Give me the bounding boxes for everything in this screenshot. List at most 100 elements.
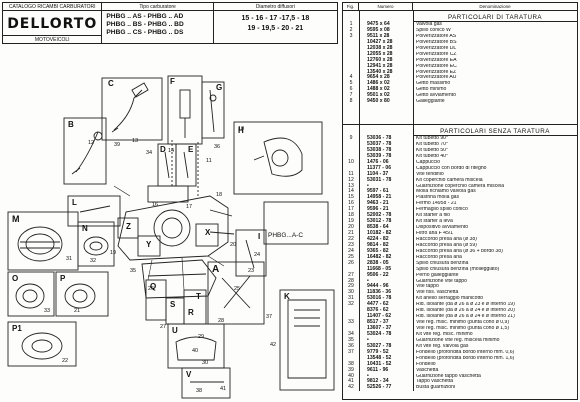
row-fig: 19	[348, 218, 354, 225]
box-v	[181, 367, 231, 399]
part-number-16: 16	[152, 202, 158, 208]
row-description: Fondello (profondità bordo interno mm. 0…	[416, 349, 515, 355]
row-fig: 16	[348, 200, 354, 207]
row-fig: 31	[348, 295, 354, 302]
row-fig: 25	[348, 253, 354, 260]
row-number: 9444 - 96	[367, 283, 389, 290]
diffuser-cell: Diametro diffusori 15 - 16 - 17 -17,5 - …	[213, 3, 337, 43]
part-number-31: 31	[66, 256, 72, 262]
row-fig: 20	[348, 224, 354, 231]
box-z	[117, 217, 139, 239]
row-description: Busta guarnizioni	[416, 385, 456, 391]
row-description: Raccordo presa aria	[416, 254, 462, 260]
row-description: Vite reg. misc. minimo (punta cono ø 0,9…	[416, 320, 510, 326]
part-number-41: 41	[220, 386, 226, 392]
part-number-10: 10	[238, 126, 244, 132]
row-description: Cappuccio	[416, 159, 441, 165]
part-number-17: 17	[186, 204, 192, 210]
row-fig: 13	[348, 182, 354, 189]
row-description: Vite tendifilo	[416, 171, 444, 177]
type-caption: Tipo carburatore	[102, 3, 213, 11]
row-description: Galleggiante	[416, 99, 445, 105]
label-e: E	[188, 145, 194, 154]
row-fig: 39	[348, 366, 354, 373]
table-header: Fig. Numero Denominazione	[343, 3, 577, 11]
label-g: G	[216, 83, 223, 92]
row-number: 9814 - 82	[367, 241, 389, 248]
row-description: Vite reg. misc. minimo (punta cono ø 1,5…	[416, 326, 510, 331]
row-fig: 22	[348, 235, 354, 242]
row-description: Tappo vaschetta	[416, 379, 454, 385]
part-number-12: 12	[88, 140, 94, 146]
row-description: Raccordo presa aria (ø 59)	[416, 242, 477, 248]
row-fig: 10	[348, 158, 354, 165]
row-number: 13607 - 37	[367, 325, 392, 331]
diffuser-line: 15 - 16 - 17 -17,5 - 18	[241, 15, 310, 22]
label-a: A	[212, 264, 220, 275]
label-b: B	[68, 120, 74, 129]
row-number: 4224 - 82	[367, 235, 389, 242]
table-row: 40•Guarnizione tappo vaschetta	[343, 373, 577, 380]
row-number: 9463 - 21	[367, 200, 389, 207]
row-description: Kit tubetto 50°	[416, 147, 449, 153]
box-i	[235, 229, 267, 277]
box-t	[183, 289, 207, 325]
model-line: PHBG .. BS - PHBG .. BD	[106, 21, 184, 28]
box-h	[233, 121, 323, 195]
part-number-24: 24	[254, 252, 260, 258]
row-fig: 41	[348, 378, 354, 385]
model-list: PHBG .. AS - PHBG .. AD PHBG .. BS - PHB…	[102, 11, 212, 39]
row-number: 9611 - 96	[367, 366, 389, 373]
label-d: D	[160, 145, 166, 154]
column-divider	[359, 11, 360, 392]
row-fig: 15	[348, 194, 354, 201]
box-phbg	[263, 201, 329, 245]
label-t: T	[196, 292, 201, 301]
row-number: 10427 x 28	[367, 38, 393, 45]
box-x	[195, 223, 219, 247]
row-number: 9595 x 08	[367, 26, 390, 33]
row-fig: 37	[348, 348, 354, 355]
row-fig: 8	[349, 98, 353, 105]
row-fig: 21	[348, 230, 354, 236]
row-fig: 33	[348, 319, 354, 326]
row-description: Rid. isolante (da ø 26 a ø 24 e ø intern…	[416, 308, 515, 314]
label-s: S	[170, 300, 176, 309]
part-number-18: 18	[216, 192, 222, 198]
row-fig: 1	[349, 21, 353, 27]
row-number: •	[367, 336, 369, 343]
part-number-34: 34	[146, 150, 152, 156]
row-number: 9501 x 02	[367, 92, 390, 99]
row-description: Spillo conico W	[416, 27, 451, 33]
row-fig: 7	[349, 92, 353, 99]
model-label: PHBG...A-C	[268, 232, 304, 239]
part-number-19: 19	[110, 250, 116, 256]
row-description: Vaschetta	[416, 367, 439, 373]
row-number: 9506 - 22	[367, 271, 389, 278]
box-b	[63, 117, 107, 185]
row-number: 52526 - 77	[367, 384, 392, 391]
box-o	[7, 271, 55, 317]
row-description: Polverizzatore EA	[416, 57, 457, 63]
row-number: 53016 - 78	[367, 295, 392, 302]
row-number: 9365 - 82	[367, 247, 389, 254]
